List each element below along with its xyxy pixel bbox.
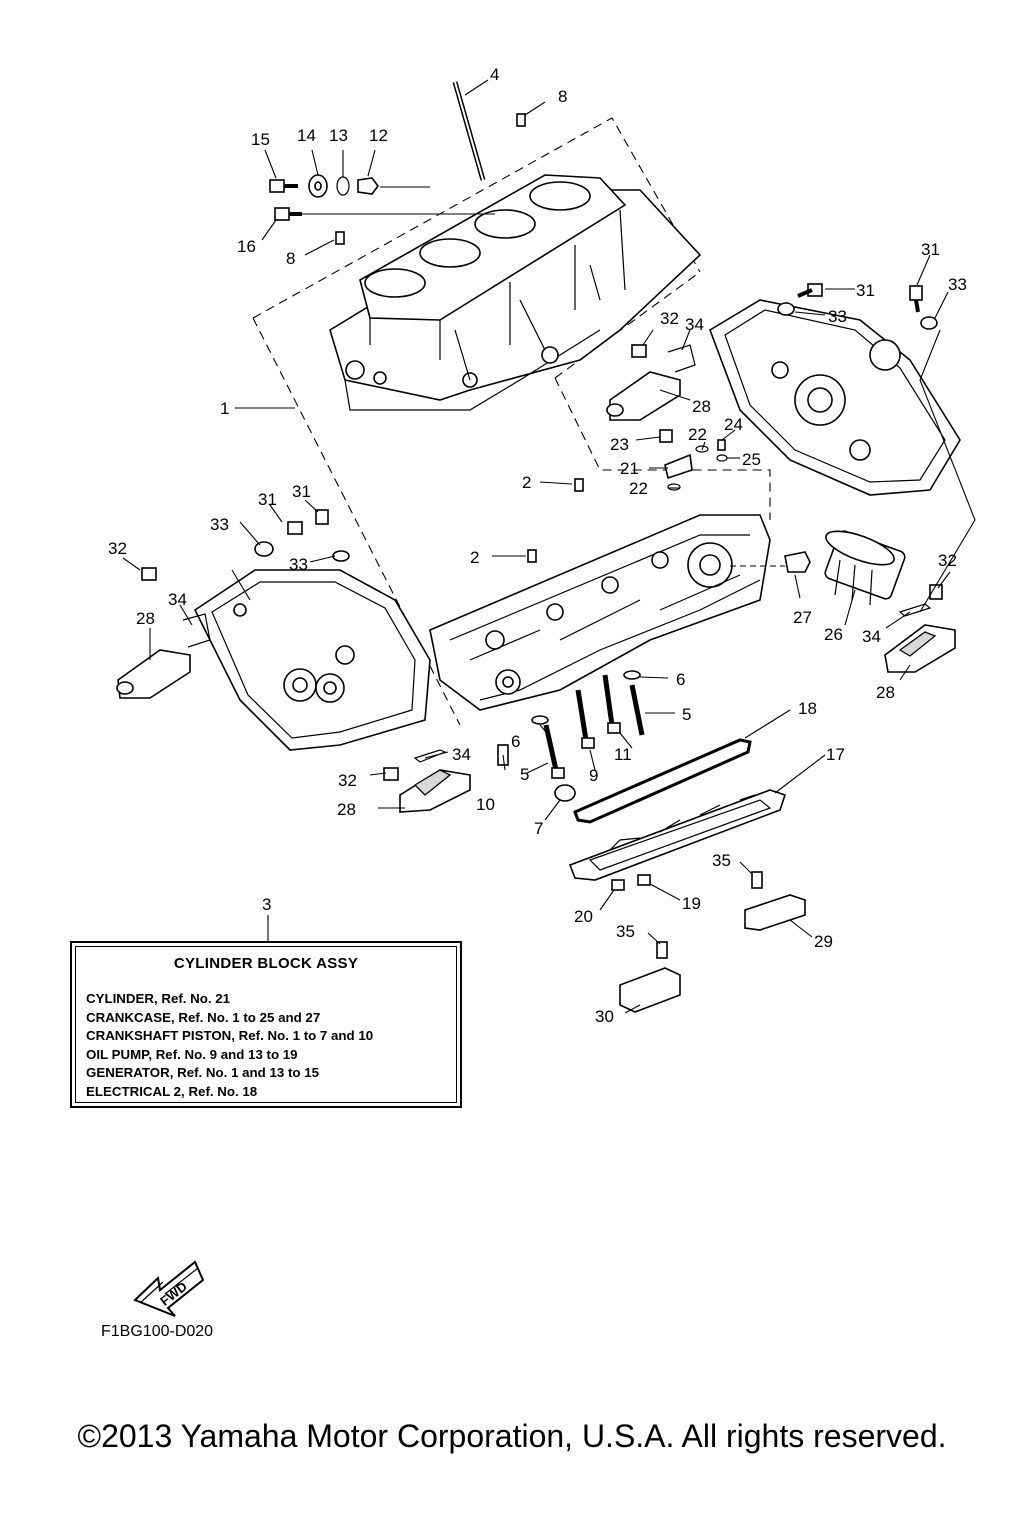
callout-2: 2 (522, 473, 531, 492)
callout-6: 6 (676, 670, 685, 689)
callout-32: 32 (108, 539, 127, 558)
callout-33: 33 (948, 275, 967, 294)
fwd-arrow-icon: FWD (133, 1260, 205, 1317)
info-line: CRANKSHAFT PISTON, Ref. No. 1 to 7 and 1… (86, 1028, 374, 1043)
callout-8: 8 (558, 87, 567, 106)
oil-filter-26 (824, 530, 906, 606)
bracket-30 (619, 941, 681, 1013)
callout-1: 1 (220, 399, 229, 418)
oil-pipe-21-25 (659, 429, 728, 491)
callout-7: 7 (534, 819, 543, 838)
right-cover (709, 299, 961, 496)
callout-32: 32 (660, 309, 679, 328)
engine-mount-28-upper (606, 371, 681, 421)
shims-34 (182, 344, 932, 763)
callout-numbers: 1223455667889101112131415161718192021222… (108, 65, 967, 1026)
engine-mount-28-right (884, 624, 956, 673)
callout-22: 22 (688, 425, 707, 444)
callout-32: 32 (338, 771, 357, 790)
callout-33: 33 (210, 515, 229, 534)
callout-11: 11 (614, 745, 632, 764)
callout-17: 17 (826, 745, 845, 764)
callout-2: 2 (470, 548, 479, 567)
callout-30: 30 (595, 1007, 614, 1026)
dowel-pins (335, 113, 584, 563)
callout-28: 28 (692, 397, 711, 416)
bracket-29 (744, 871, 806, 931)
callout-5: 5 (520, 765, 529, 784)
callout-35: 35 (616, 922, 635, 941)
cylinder-block-upper (329, 174, 702, 411)
callout-23: 23 (610, 435, 629, 454)
callout-14: 14 (297, 126, 316, 145)
callout-35: 35 (712, 851, 731, 870)
callout-34: 34 (862, 627, 881, 646)
callout-31: 31 (856, 281, 875, 300)
info-line: CRANKCASE, Ref. No. 1 to 25 and 27 (86, 1009, 321, 1025)
assembly-info-box: CYLINDER BLOCK ASSY CYLINDER, Ref. No. 2… (70, 941, 462, 1108)
callout-26: 26 (824, 625, 843, 644)
oil-pan-17 (568, 789, 787, 881)
leader-lines (122, 79, 976, 1014)
callout-8: 8 (286, 249, 295, 268)
info-line: CYLINDER, Ref. No. 21 (86, 991, 231, 1006)
callout-32: 32 (938, 551, 957, 570)
callout-16: 16 (237, 237, 256, 256)
crankcase-lower (429, 514, 771, 711)
callout-4: 4 (490, 65, 499, 84)
callout-29: 29 (814, 932, 833, 951)
drawing-code: F1BG100-D020 (101, 1323, 214, 1340)
callout-10: 10 (476, 795, 495, 814)
callout-20: 20 (574, 907, 593, 926)
callout-13: 13 (329, 126, 348, 145)
stud-bolt-4 (452, 81, 486, 181)
info-box-lines: CYLINDER, Ref. No. 21 CRANKCASE, Ref. No… (86, 990, 373, 1101)
callout-12: 12 (369, 126, 388, 145)
callout-24: 24 (724, 415, 743, 434)
bolts-19-20 (611, 874, 651, 891)
info-box-inner-frame (75, 946, 457, 1103)
bolts-and-washers-12-16 (269, 174, 379, 221)
fitting-27 (730, 551, 811, 573)
callout-31: 31 (292, 482, 311, 501)
callout-9: 9 (589, 766, 598, 785)
gasket-18 (573, 738, 752, 824)
callout-34: 34 (685, 315, 704, 334)
callout-5: 5 (682, 705, 691, 724)
left-cover (193, 569, 431, 751)
callout-33: 33 (289, 555, 308, 574)
info-line: ELECTRICAL 2, Ref. No. 18 (86, 1083, 258, 1099)
callout-28: 28 (876, 683, 895, 702)
callout-27: 27 (793, 608, 812, 627)
callout-28: 28 (337, 800, 356, 819)
callout-18: 18 (798, 699, 817, 718)
engine-mount-28-left (116, 649, 191, 699)
callout-28: 28 (136, 609, 155, 628)
crankcase-bolts (497, 670, 645, 802)
bolts-31-32-33 (141, 283, 943, 781)
callout-19: 19 (682, 894, 701, 913)
info-box-title: CYLINDER BLOCK ASSY (173, 955, 359, 972)
callout-25: 25 (742, 450, 761, 469)
callout-31: 31 (258, 490, 277, 509)
copyright-notice: ©2013 Yamaha Motor Corporation, U.S.A. A… (77, 1418, 947, 1454)
callout-21: 21 (620, 459, 639, 478)
callout-15: 15 (251, 130, 270, 149)
callout-33: 33 (828, 307, 847, 326)
callout-34: 34 (452, 745, 471, 764)
callout-3: 3 (262, 895, 271, 914)
callout-22: 22 (629, 479, 648, 498)
callout-31: 31 (921, 240, 940, 259)
callout-34: 34 (168, 590, 187, 609)
callout-6: 6 (511, 732, 520, 751)
info-line: GENERATOR, Ref. No. 1 and 13 to 15 (86, 1065, 319, 1080)
engine-mount-28-lower-left (399, 769, 471, 813)
info-line: OIL PUMP, Ref. No. 9 and 13 to 19 (86, 1046, 298, 1062)
